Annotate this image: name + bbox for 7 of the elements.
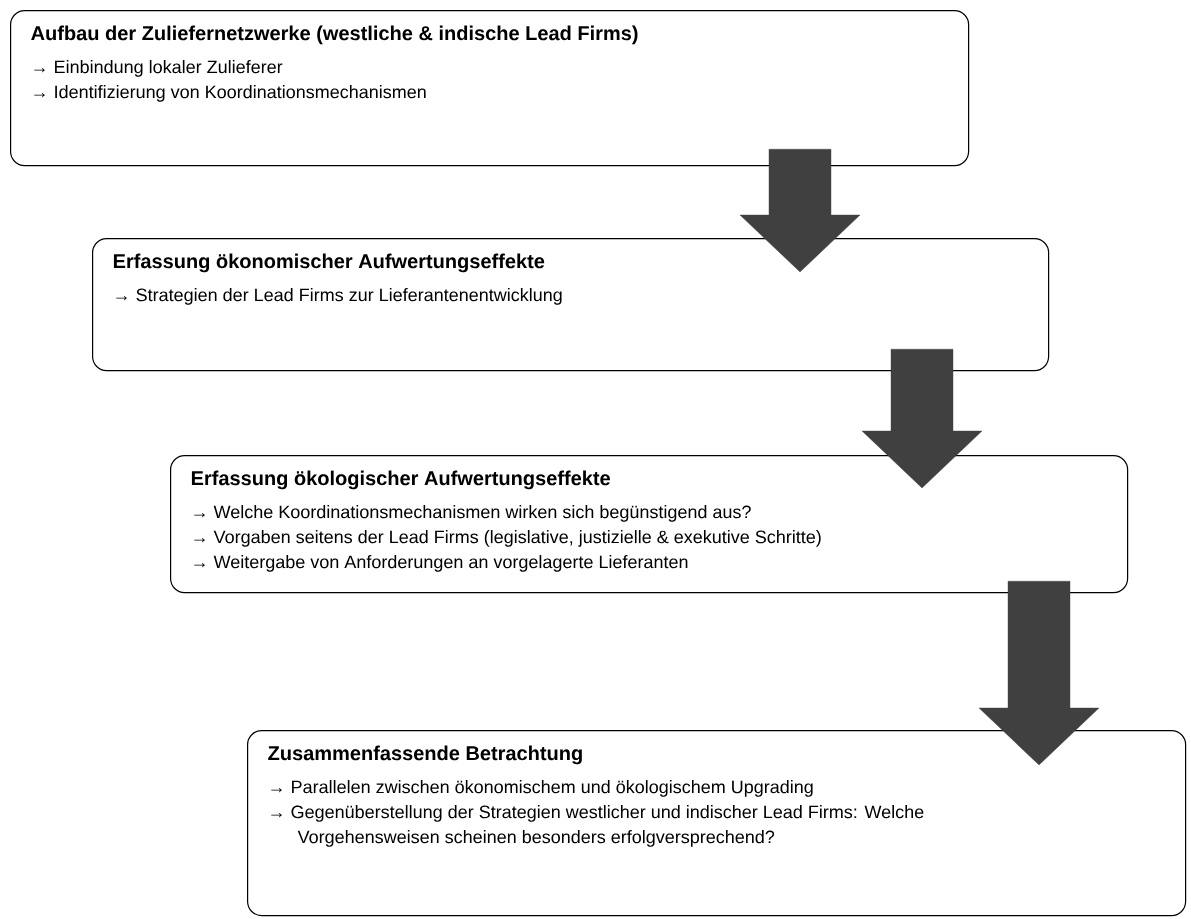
- step-box: Erfassung ökonomischer Aufwertungseffekte → Strategien der Lead Firms zur Lieferantenentwicklung: [92, 238, 1050, 372]
- block-arrow: [739, 149, 861, 273]
- step-box: Erfassung ökologischer Aufwertungseffekte → Welche Koordinationsmechanismen wirken sich begünstigend aus? → Vorgaben seitens der Lead Firms (legislative, justizielle & exekutive Schritte) → Weitergabe von Anforderungen an vorgelagerte Lieferanten: [170, 455, 1129, 594]
- block-arrow: [861, 349, 983, 489]
- step-box: Aufbau der Zuliefernetzwerke (westliche & indische Lead Firms) → Einbindung lokaler Zulieferer → Identifizierung von Koordinationsmechanismen: [10, 10, 970, 167]
- block-arrow: [978, 581, 1100, 766]
- step-box: Zusammenfassende Betrachtung → Parallelen zwischen ökonomischem und ökologischem Upgrading → Gegenüberstellung der Strategien westlicher und indischer Lead Firms: Welche Vorgehensweisen scheinen besonders erfolgversprechend?: [247, 730, 1187, 917]
